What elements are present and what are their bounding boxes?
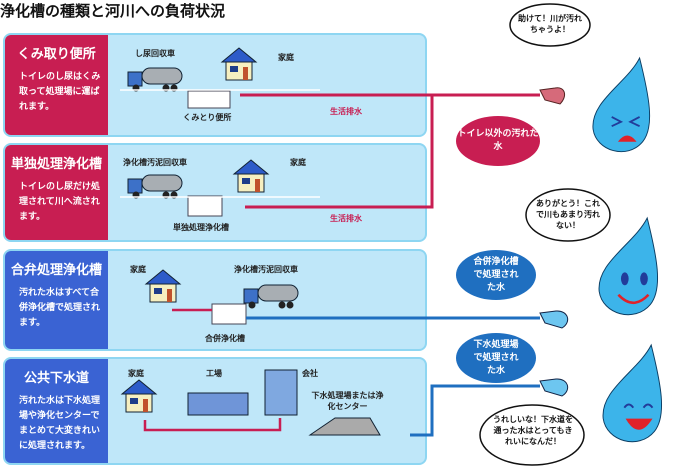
dirty-water-outflow <box>539 87 566 105</box>
tank-label: 合併浄化槽 <box>205 334 245 343</box>
smile-bubble-text: ありがとう！これで川もあまり汚れない！ <box>536 199 600 230</box>
plant-label: 下水処理場または浄化センター <box>311 391 384 411</box>
happy-bubble-text: うれしいな！下水道を通った水はとってもきれいになんだ！ <box>493 415 573 446</box>
clean-water-outflow <box>539 310 569 329</box>
panel-desc: 汚れた水は下水処理場や浄化センターでまとめて大変きれいに処理されます。 <box>19 396 101 451</box>
drain-label: 生活排水 <box>330 107 362 116</box>
sewage-water-label: 下水処理場で処理された水 <box>456 333 536 383</box>
office-icon <box>264 369 298 416</box>
tank-label: くみとり便所 <box>183 113 232 122</box>
septic-water-label: 合併浄化槽で処理された水 <box>456 250 536 300</box>
house-label: 家庭 <box>130 265 146 274</box>
gesuido-illustration <box>121 369 381 436</box>
factory-label: 工場 <box>206 369 222 378</box>
panel-tandoku: 単独処理浄化槽トイレのし尿だけ処理されて川へ流されます。 <box>3 143 427 242</box>
crying-drop-icon <box>592 57 651 153</box>
truck-icon <box>127 174 183 199</box>
house-icon <box>221 47 257 81</box>
sad-bubble-text: 助けて！川が汚れちゃうよ！ <box>518 14 582 34</box>
dirty-water-label: トイレ以外の汚れた水 <box>456 116 540 166</box>
clean-water-outflow <box>539 378 569 397</box>
thought-bubble <box>479 404 585 466</box>
panel-desc: トイレのし尿はくみ取って処理場に運ばれます。 <box>19 72 101 112</box>
thought-bubble <box>525 188 611 242</box>
house-icon <box>233 159 269 193</box>
drain-label: 生活排水 <box>330 214 362 223</box>
house-label: 家庭 <box>278 53 294 62</box>
house-icon <box>121 379 157 413</box>
page-title: 浄化槽の種類と河川への負荷状況 <box>0 2 226 20</box>
truck-label: し尿回収車 <box>135 49 175 58</box>
panel-heading: 公共下水道 <box>23 371 89 386</box>
kumitori-illustration <box>120 47 320 109</box>
factory-icon <box>187 392 249 416</box>
truck-label: 浄化槽汚泥回収車 <box>234 265 298 274</box>
house-label: 家庭 <box>290 158 306 167</box>
tank-label: 単独処理浄化槽 <box>173 223 229 232</box>
truck-label: 浄化槽汚泥回収車 <box>123 158 187 167</box>
office-label: 会社 <box>302 369 318 378</box>
panel-gappei: 合弁処理浄化槽汚れた水はすべて合併浄化槽で処理されます。 <box>3 249 427 351</box>
blue-sewer-pipe <box>410 384 540 437</box>
treatment-plant-icon <box>308 417 381 436</box>
red-drain-pipe <box>245 95 434 209</box>
smiling-drop-icon <box>598 217 659 316</box>
house-label: 家庭 <box>128 369 144 378</box>
panel-heading: 単独処理浄化槽 <box>11 157 103 172</box>
gappei-illustration <box>145 269 299 325</box>
panel-desc: トイレのし尿だけ処理されて川へ流されます。 <box>19 182 101 222</box>
panel-desc: 汚れた水はすべて合併浄化槽で処理されます。 <box>19 288 101 328</box>
panel-kumitori: くみ取り便所トイレのし尿はくみ取って処理場に運ばれます。 <box>3 33 427 137</box>
happy-drop-icon <box>602 344 663 443</box>
house-icon <box>145 269 181 303</box>
truck-icon <box>243 284 299 309</box>
truck-icon <box>127 67 183 92</box>
panel-heading: 合弁処理浄化槽 <box>11 263 103 278</box>
thought-bubble <box>509 3 591 47</box>
panel-heading: くみ取り便所 <box>17 47 96 62</box>
tandoku-illustration <box>120 159 320 217</box>
